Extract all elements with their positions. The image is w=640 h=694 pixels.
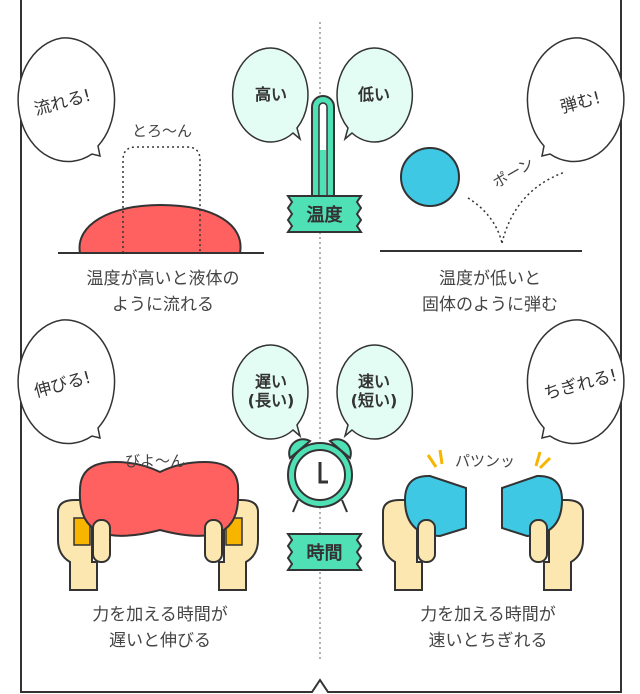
- banner-temperature: [286, 195, 363, 233]
- bubble-high: [231, 47, 309, 143]
- original-shape-outline: [122, 146, 201, 253]
- bounce-trajectory: [467, 171, 566, 244]
- caption-top-right-2: 固体のように弾む: [422, 295, 558, 315]
- ball: [400, 147, 460, 207]
- sound-patsun: パツンッ: [454, 452, 515, 470]
- bubble-slow: [231, 344, 309, 440]
- label-temperature: 温度: [306, 205, 343, 226]
- level-high: 高い: [254, 85, 287, 104]
- level-slow-2: (長い): [247, 391, 295, 410]
- frame: [20, 0, 622, 693]
- level-fast: 速い(短い): [344, 372, 404, 410]
- hands-tearing: [382, 449, 584, 591]
- label-time: 時間: [306, 543, 343, 564]
- caption-bottom-right-1: 力を加える時間が: [420, 605, 556, 625]
- level-fast-2: (短い): [350, 391, 398, 410]
- bubble-fast: [336, 344, 414, 440]
- liquid-blob: [78, 203, 242, 254]
- bubble-bounces: [526, 37, 625, 163]
- caption-top-left-1: 温度が高いと液体の: [86, 269, 240, 289]
- bubble-flows: [17, 37, 116, 163]
- bubble-low: [336, 47, 414, 143]
- level-slow-1: 遅い: [254, 372, 287, 391]
- banner-time: [286, 533, 363, 571]
- torn-piece-left: [403, 474, 467, 538]
- sound-biyon: びよ〜ん: [124, 452, 185, 470]
- snap-burst-right: [534, 451, 552, 470]
- bubble-stretches: [17, 319, 116, 445]
- bubble-tears: [526, 319, 625, 445]
- caption-top-right-1: 温度が低いと: [439, 269, 541, 289]
- torn-piece-right: [501, 474, 564, 538]
- level-fast-1: 速い: [357, 372, 390, 391]
- caption-top-left-2: ように流れる: [112, 295, 214, 315]
- caption-bottom-right-2: 速いとちぎれる: [428, 631, 548, 651]
- alarm-clock-icon: [287, 438, 353, 513]
- sound-toron: とろ〜ん: [131, 122, 192, 140]
- hands-stretching: [57, 460, 259, 591]
- level-slow: 遅い(長い): [241, 372, 301, 410]
- level-low: 低い: [357, 85, 390, 104]
- caption-bottom-left-1: 力を加える時間が: [92, 605, 228, 625]
- caption-bottom-left-2: 遅いと伸びる: [109, 631, 211, 651]
- stretched-blob: [78, 460, 240, 537]
- snap-burst-left: [426, 449, 444, 468]
